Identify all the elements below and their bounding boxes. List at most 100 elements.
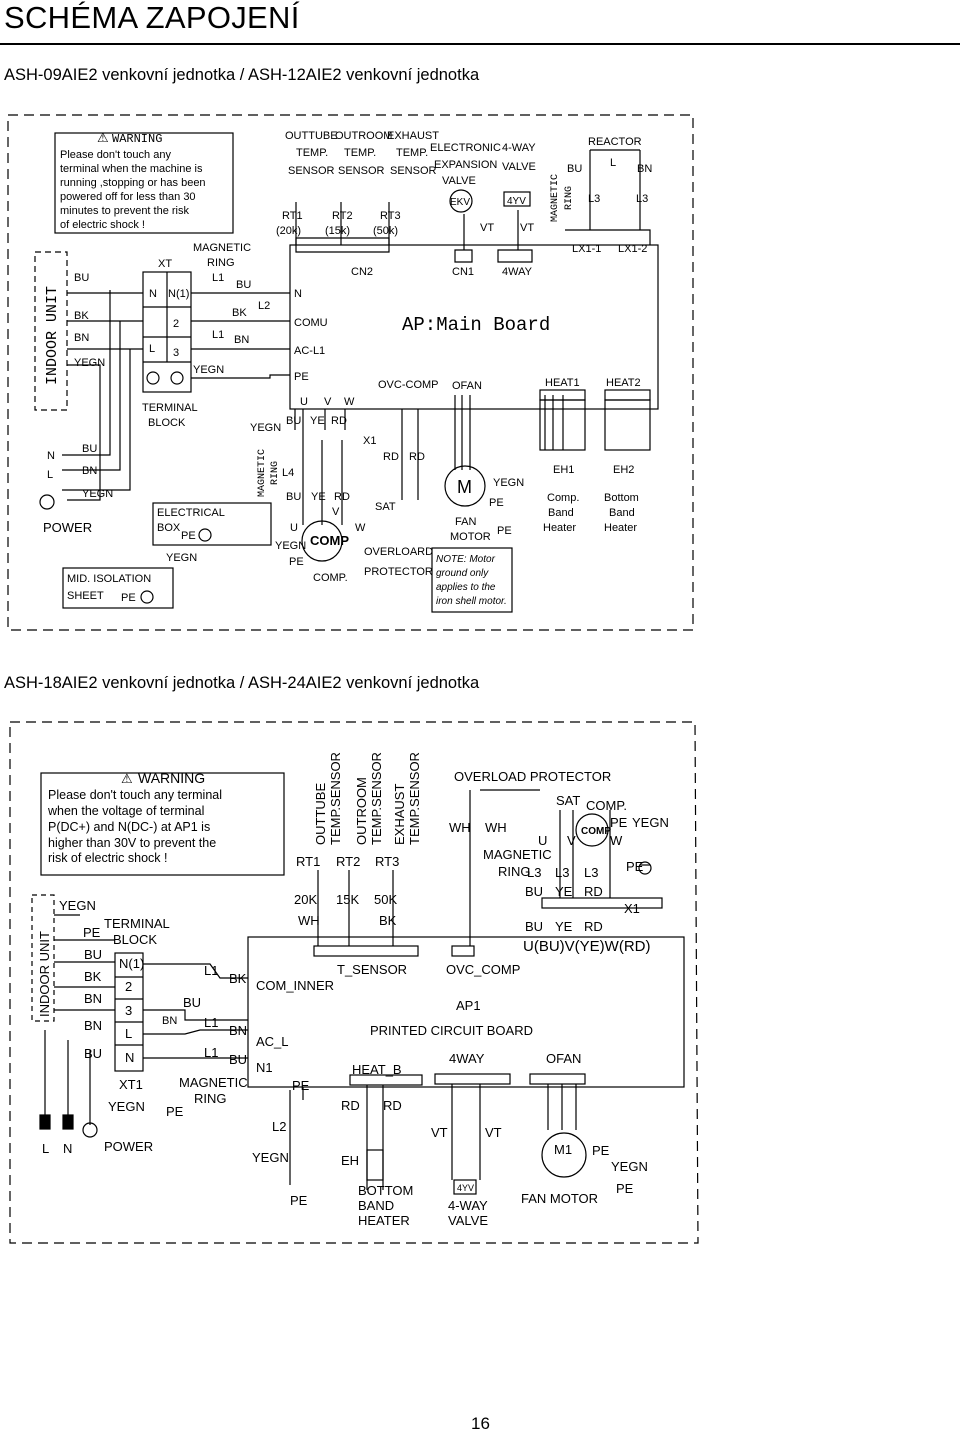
rt-value: 50K — [374, 892, 397, 907]
power-n: N — [63, 1141, 72, 1156]
page-number: 16 — [471, 1414, 490, 1433]
wire-bn: BN — [637, 163, 652, 175]
sensor-label: TEMP.SENSOR — [369, 752, 384, 845]
magnetic-ring-label: MAGNETIC — [550, 174, 561, 222]
x1-label: X1 — [624, 901, 640, 916]
power-l: L — [47, 469, 53, 481]
terminal-block-label: TERMINAL — [142, 402, 198, 414]
bottom-heater-label: Heater — [604, 522, 637, 534]
compressor-circle — [575, 813, 609, 847]
wire-bn: BN — [229, 1023, 247, 1038]
wire-l2: L2 — [272, 1119, 286, 1134]
xt1-label: XT1 — [119, 1077, 143, 1092]
fourway-valve-label: 4-WAY — [448, 1198, 488, 1213]
bottom-heater-label: BOTTOM — [358, 1183, 413, 1198]
lx2-label: LX1-2 — [618, 243, 647, 255]
w-label: W — [610, 833, 623, 848]
wire-rd: RD — [584, 884, 603, 899]
outtube-label: TEMP. — [296, 147, 328, 159]
indoor-unit-box — [34, 251, 68, 411]
ekv-label: ELECTRONIC — [430, 142, 501, 154]
wire-yegn: YEGN — [252, 1150, 289, 1165]
note-line: iron shell motor. — [436, 596, 507, 607]
terminal-row: L — [125, 1026, 132, 1041]
main-board-label: AP:Main Board — [402, 314, 550, 336]
wire-l4: L4 — [282, 467, 294, 479]
magnetic-ring-label: RING — [270, 461, 281, 485]
outer-frame — [9, 721, 699, 1244]
pe-label: PE — [497, 525, 512, 537]
printed-circuit-board — [247, 936, 685, 1088]
wire-l1: L1 — [212, 329, 224, 341]
rt-label: RT1 — [282, 210, 303, 222]
fourway-icon-label: 4YV — [457, 1183, 474, 1193]
fourway-connector-label: 4WAY — [449, 1051, 485, 1066]
wire-wh: WH — [485, 820, 507, 835]
terminal-block-label: BLOCK — [148, 417, 186, 429]
l3-label: L3 — [588, 193, 600, 205]
fan-motor-circle — [444, 465, 486, 507]
diagram1-caption: ASH-09AIE2 venkovní jednotka / ASH-12AIE… — [4, 66, 480, 84]
magnetic-ring-label: MAGNETIC — [257, 449, 268, 497]
wire-rd: RD — [331, 415, 347, 427]
wire-bu: BU — [84, 1046, 102, 1061]
fourway-label: VALVE — [502, 161, 536, 173]
outroom-label: TEMP. — [344, 147, 376, 159]
power-n: N — [47, 450, 55, 462]
wire-bn: BN — [162, 1015, 177, 1027]
t-sensor-label: T_SENSOR — [337, 962, 407, 977]
u-label: U — [290, 522, 298, 534]
rt-label: RT3 — [380, 210, 401, 222]
wire-ye: YE — [555, 884, 573, 899]
wire-bu: BU — [84, 947, 102, 962]
warning-line: Please don't touch any — [60, 149, 171, 161]
vt-label: VT — [431, 1125, 448, 1140]
comp-label: COMP. — [313, 572, 348, 584]
board-pin: N — [294, 288, 302, 300]
diagram2-caption: ASH-18AIE2 venkovní jednotka / ASH-24AIE… — [4, 674, 480, 692]
ovc-label: OVC-COMP — [378, 379, 439, 391]
com-inner-label: COM_INNER — [256, 978, 334, 993]
wire-yegn: YEGN — [632, 815, 669, 830]
overload-label: PROTECTOR — [364, 566, 433, 578]
indoor-unit-label: INDOOR UNIT — [44, 286, 61, 385]
pe-label: PE — [166, 1104, 184, 1119]
pe-label: PE — [289, 556, 304, 568]
fan-motor-label: MOTOR — [450, 531, 491, 543]
terminal-block-label: TERMINAL — [104, 916, 170, 931]
wire-bu: BU — [229, 1052, 247, 1067]
l3-label: L3 — [636, 193, 648, 205]
u-label: U — [538, 833, 547, 848]
sat-label: SAT — [375, 501, 396, 513]
rt-label: RT1 — [296, 854, 320, 869]
w-label: W — [344, 396, 355, 408]
uvw-out-label: U(BU)V(YE)W(RD) — [523, 938, 650, 955]
vt-label: VT — [480, 222, 494, 234]
wire-bn: BN — [84, 991, 102, 1006]
magnetic-ring-label: MAGNETIC — [483, 847, 552, 862]
bottom-heater-label: Band — [609, 507, 635, 519]
v-label: V — [332, 506, 340, 518]
fan-motor-circle — [541, 1132, 587, 1178]
wire-yegn: YEGN — [108, 1099, 145, 1114]
l3-label: L3 — [527, 865, 541, 880]
pe-label: PE — [292, 1078, 310, 1093]
fan-motor-label: FAN MOTOR — [521, 1191, 598, 1206]
wire-yegn: YEGN — [493, 477, 524, 489]
sat-label: SAT — [556, 793, 580, 808]
overload-label: OVERLOARD — [364, 546, 433, 558]
wire-bu: BU — [236, 279, 251, 291]
wire-bn: BN — [84, 1018, 102, 1033]
wire-bu: BU — [286, 491, 301, 503]
ac-l-label: AC_L — [256, 1034, 289, 1049]
wire-bu: BU — [525, 919, 543, 934]
rt-label: RT2 — [332, 210, 353, 222]
rt-value: 15K — [336, 892, 359, 907]
elec-box-label: BOX — [157, 522, 181, 534]
magnetic-ring-label: RING — [564, 186, 575, 210]
magnetic-ring-label: RING — [194, 1091, 227, 1106]
electrical-box — [152, 502, 272, 546]
sensor-label: TEMP.SENSOR — [407, 752, 422, 845]
wire-bk: BK — [229, 971, 247, 986]
warning-line: risk of electric shock ! — [48, 851, 167, 865]
